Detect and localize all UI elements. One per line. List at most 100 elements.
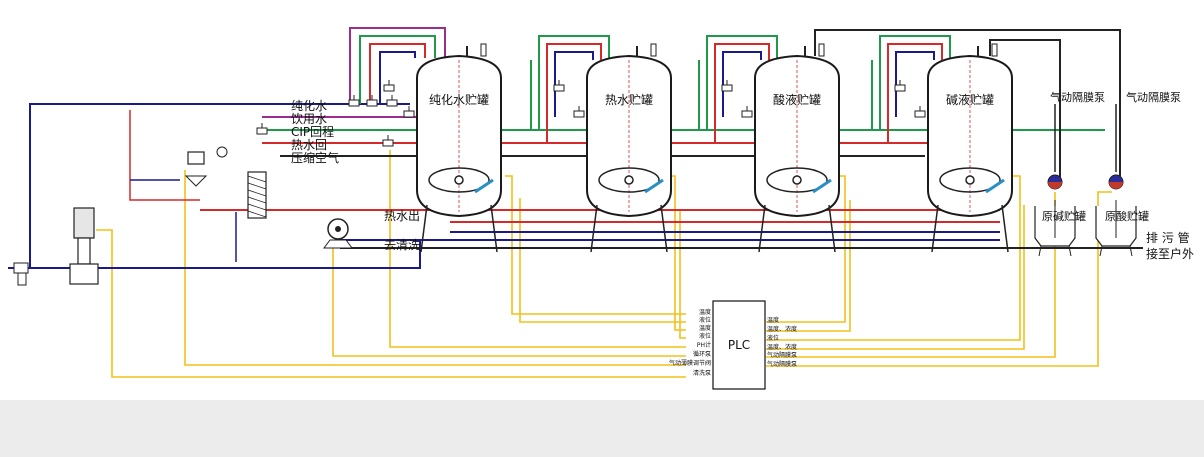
purified-riser-1 <box>379 51 416 104</box>
plc-port-left-7: 气动薄膜调节阀 <box>669 359 711 367</box>
header-valve-icon <box>366 95 378 107</box>
hot-riser-2 <box>546 43 602 143</box>
plc-port-right-5: 气动隔膜泵 <box>767 351 797 359</box>
valve-body-icon <box>403 110 415 118</box>
cip-riser-1 <box>359 35 436 104</box>
diaphragm-pump-half-icon <box>1048 182 1062 189</box>
drain-label-2: 接至户外 <box>1146 246 1194 261</box>
top-valve-icon <box>403 106 415 118</box>
tank-leg-right-icon <box>660 204 668 253</box>
purified-water-bottom <box>8 240 421 269</box>
inlet-valve-icon <box>13 262 29 274</box>
signal-wire-5 <box>389 150 686 348</box>
signal-wire-7 <box>184 170 686 366</box>
footer-band <box>0 400 1204 457</box>
steam-line <box>129 110 200 201</box>
valve-body-icon <box>386 99 398 107</box>
tank-label-hot-water: 热水贮罐 <box>605 92 653 107</box>
raw-tank-leg-icon <box>1129 245 1133 257</box>
diaphragm-pump-half-icon <box>1109 182 1123 189</box>
signal-wire-10 <box>766 200 851 332</box>
raw-alkali-tank-label: 原碱贮罐 <box>1042 210 1086 223</box>
tank-probe-icon <box>644 178 664 194</box>
tank-leg-left-icon <box>758 204 766 253</box>
top-valve-icon <box>553 80 565 92</box>
signal-wire-13 <box>766 192 1056 358</box>
pump-housing-icon <box>69 263 99 285</box>
tank-probe-icon <box>985 178 1005 194</box>
control-valve-body-icon <box>184 175 208 187</box>
storage-tank-3 <box>754 43 840 253</box>
signal-wire-6 <box>332 248 686 357</box>
tank-label-acid: 酸液贮罐 <box>773 92 821 107</box>
tank-leg-right-icon <box>1001 204 1009 253</box>
heat-exchanger-icon <box>247 171 267 219</box>
signal-wire-1 <box>505 175 686 315</box>
tank-leg-right-icon <box>490 204 498 253</box>
tank-jacket-icon <box>939 167 1001 193</box>
plc-port-left-1: 温度 <box>699 308 711 316</box>
pump-column-icon <box>77 237 91 265</box>
plc-port-left-5: PH计 <box>697 341 711 349</box>
tank-agitator-icon <box>454 175 464 185</box>
purified-water-label: 纯化水 <box>291 99 327 113</box>
pump-label-left: 气动隔膜泵 <box>1050 90 1105 104</box>
pressure-gauge-icon <box>216 146 228 158</box>
valve-body-icon <box>382 139 394 147</box>
pump-impeller-icon <box>335 226 341 232</box>
tank-breather-icon <box>480 43 487 57</box>
inlet-strainer-icon <box>17 272 27 286</box>
signal-wire-8 <box>96 229 686 378</box>
cip-riser-2 <box>538 35 610 130</box>
plc-port-right-2: 温度、浓度 <box>767 325 797 333</box>
pump-label-right: 气动隔膜泵 <box>1126 90 1181 104</box>
plc-port-right-3: 液位 <box>767 334 779 342</box>
heat-exchanger-plate-icon <box>247 196 267 204</box>
raw-tank-leg-icon <box>1038 245 1042 257</box>
tank-label-purified: 纯化水贮罐 <box>429 92 489 107</box>
hot-riser-3 <box>714 43 770 143</box>
cip-riser-3 <box>706 35 778 130</box>
heat-exchanger-plate-icon <box>247 182 267 190</box>
tank-leg-left-icon <box>420 204 428 253</box>
tank-label-alkali: 碱液贮罐 <box>946 92 994 107</box>
plc-port-left-8: 清洗泵 <box>693 369 711 377</box>
raw-tank-leg-icon <box>1099 245 1103 257</box>
tank-probe-icon <box>474 178 494 194</box>
top-valve-icon <box>383 80 395 92</box>
top-valve-icon <box>914 106 926 118</box>
cip-system-diagram: 纯化水 饮用水 CIP回程 热水回 压缩空气 热水出 去清洗 纯化水贮罐 热水贮… <box>8 27 1194 390</box>
air-top-trunk <box>814 29 1121 180</box>
heat-exchanger-plate-icon <box>247 175 267 183</box>
compressed-air-label: 压缩空气 <box>291 150 339 165</box>
raw-tank-leg-icon <box>1068 245 1072 257</box>
cip-return-label: CIP回程 <box>291 124 334 139</box>
tank-agitator-icon <box>792 175 802 185</box>
top-valve-icon <box>894 80 906 92</box>
valve-body-icon <box>894 84 906 92</box>
header-valve-icon <box>256 123 268 135</box>
control-valve-actuator-icon <box>187 151 205 165</box>
tank-breather-icon <box>818 43 825 57</box>
tank-leg-left-icon <box>931 204 939 253</box>
tank-leg-left-icon <box>590 204 598 253</box>
raw-acid-tank-label: 原酸贮罐 <box>1105 209 1149 223</box>
signal-wire-2 <box>519 198 686 323</box>
valve-body-icon <box>914 110 926 118</box>
hot-water-out-label: 热水出 <box>384 209 420 223</box>
hot-riser-1 <box>369 43 426 104</box>
purified-water-main <box>29 103 410 268</box>
signal-wire-11 <box>766 175 1021 341</box>
drinking-water-riser <box>349 27 446 104</box>
signal-wire-4 <box>679 210 686 339</box>
top-valve-icon <box>741 106 753 118</box>
tank-jacket-icon <box>598 167 660 193</box>
valve-body-icon <box>383 84 395 92</box>
valve-body-icon <box>573 110 585 118</box>
to-cleaning-label: 去清洗 <box>384 238 420 252</box>
motor-icon <box>73 207 95 239</box>
tank-breather-icon <box>991 43 998 57</box>
storage-tank-4 <box>927 43 1013 253</box>
tank-breather-icon <box>650 43 657 57</box>
valve-body-icon <box>256 127 268 135</box>
